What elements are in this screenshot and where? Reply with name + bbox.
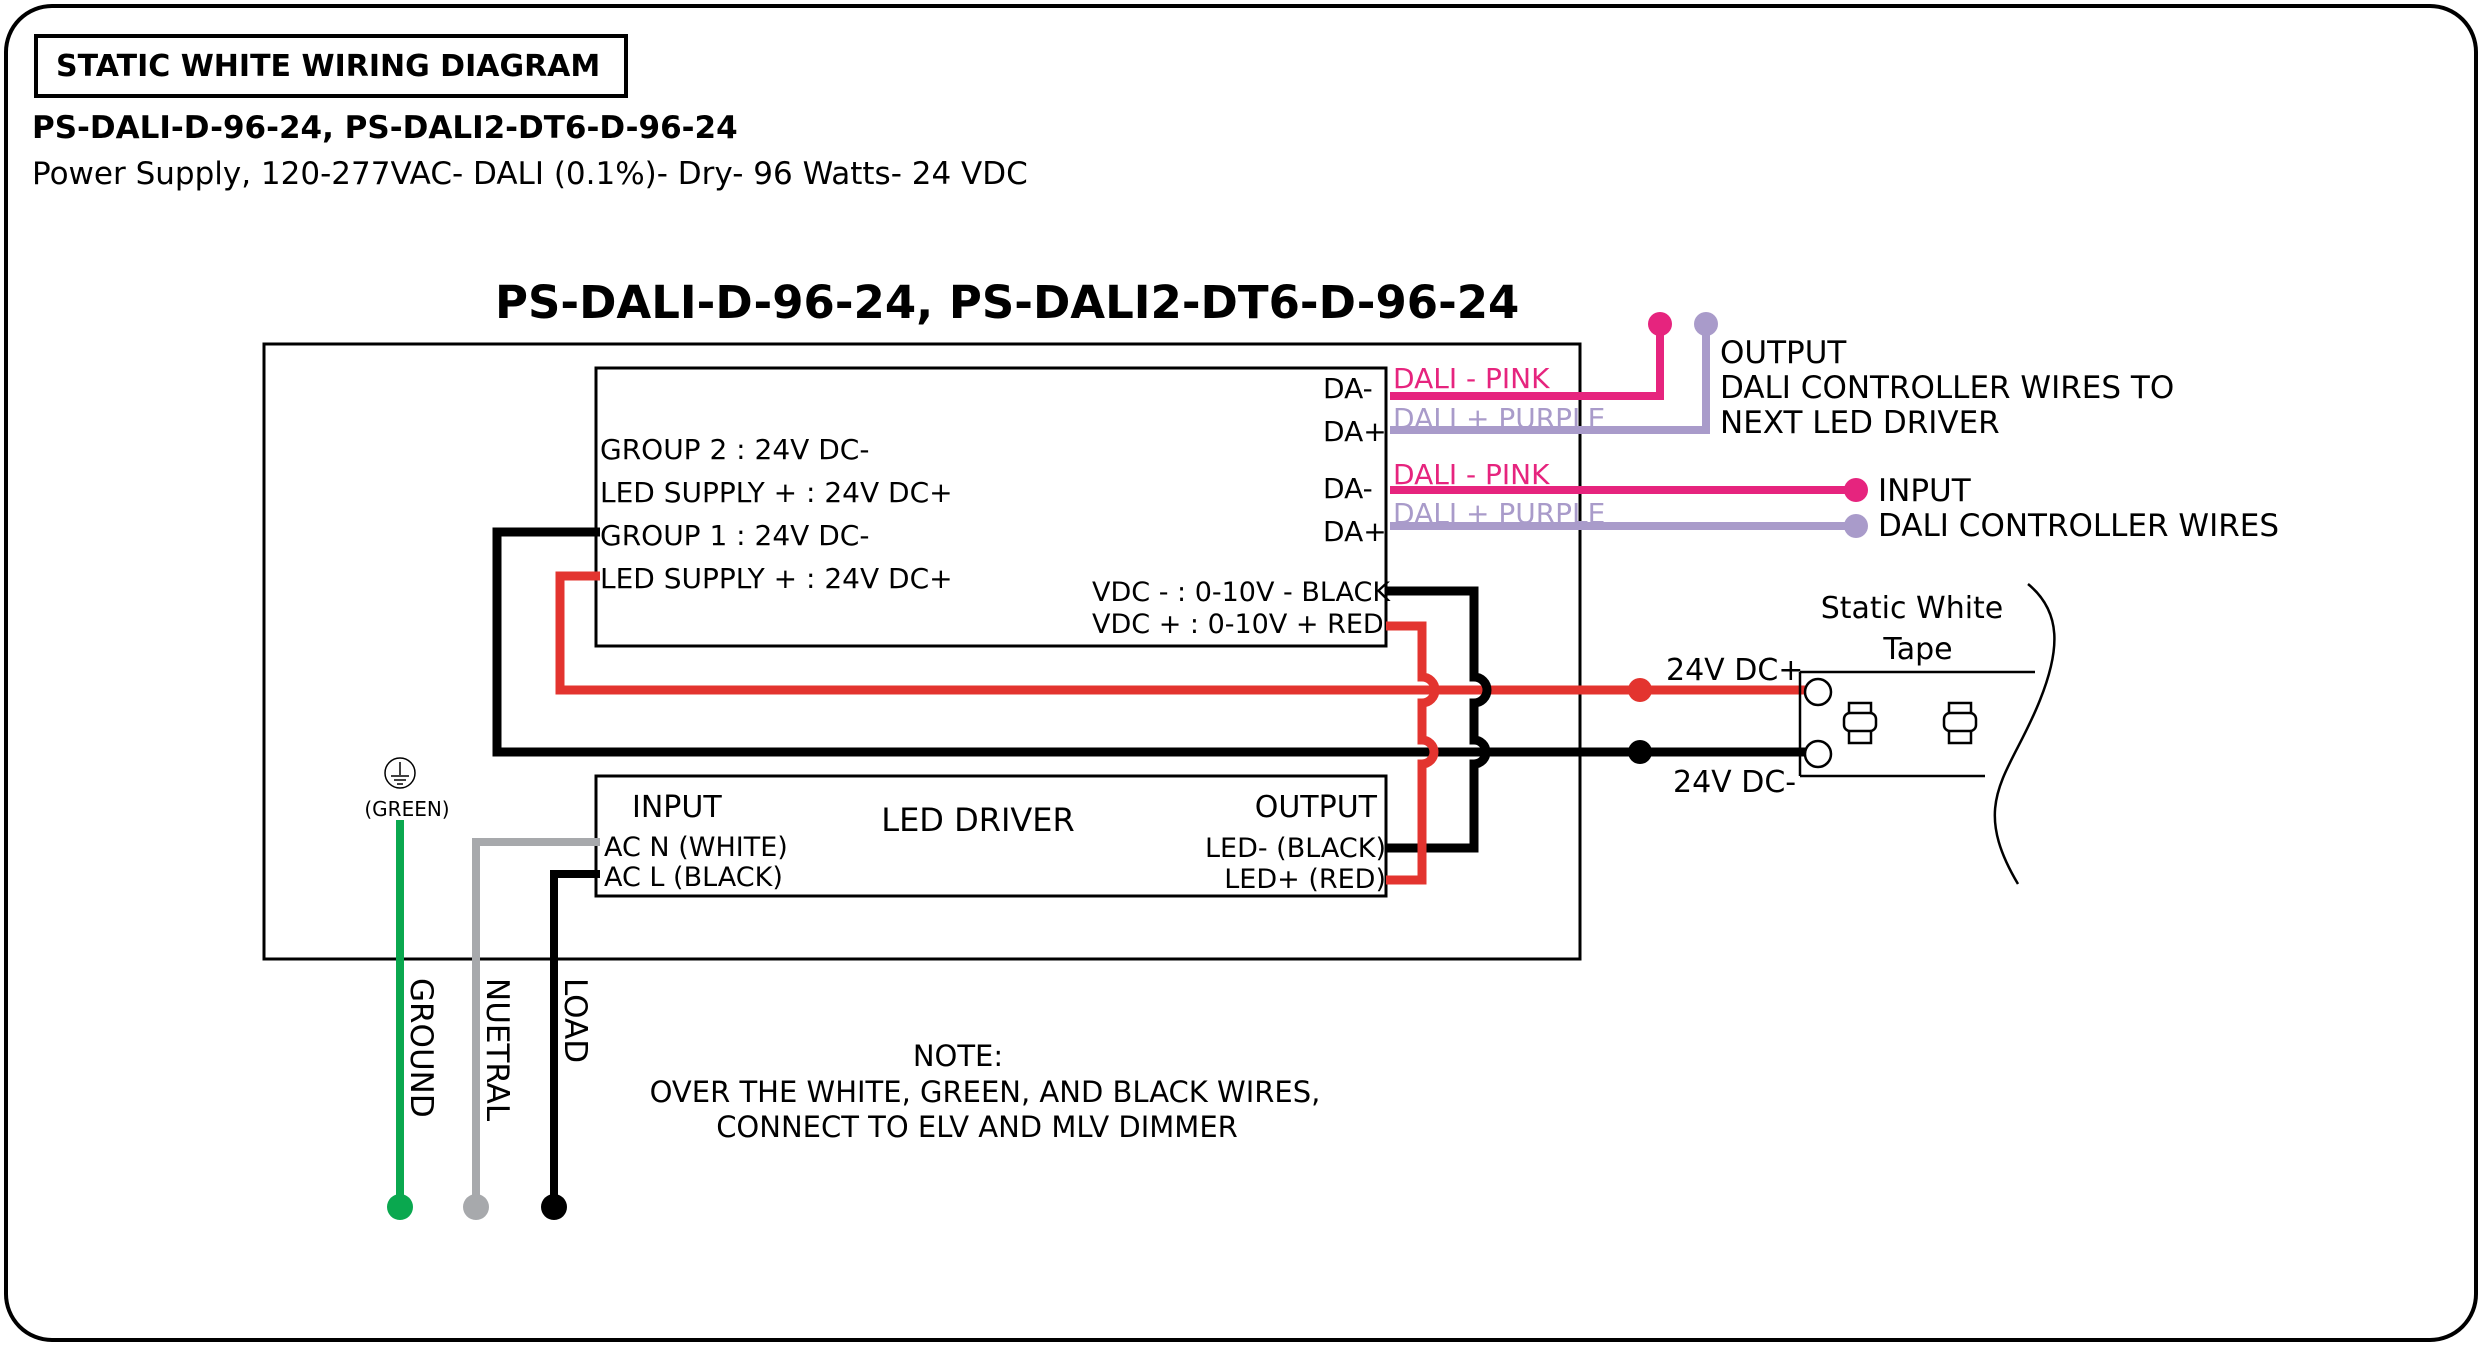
pink-wire-label-input: DALI - PINK (1393, 458, 1550, 491)
output-controller-line2: DALI CONTROLLER WIRES TO (1720, 370, 2174, 406)
product-description: Power Supply, 120-277VAC- DALI (0.1%)- D… (32, 156, 1028, 192)
da-plus-output-label: DA+ (1323, 415, 1387, 448)
input-controller-line2: DALI CONTROLLER WIRES (1878, 508, 2279, 544)
tape-led-chip-2 (1942, 701, 1978, 745)
driver-ac-l-label: AC L (BLACK) (604, 862, 783, 893)
red-wire-vdc (1386, 621, 1440, 885)
neutral-label: NUETRAL (479, 978, 515, 1122)
output-controller-line3: NEXT LED DRIVER (1720, 405, 2000, 441)
red-junction-dot (1628, 678, 1652, 702)
black-wire-vdc (1386, 586, 1492, 853)
pink-output-terminal (1648, 312, 1672, 336)
note-line1: NOTE: (913, 1039, 1003, 1073)
vdc-minus-label: VDC - : 0-10V - BLACK (1092, 577, 1391, 608)
supply-plus-2-label: LED SUPPLY + : 24V DC+ (600, 562, 953, 595)
pink-input-terminal (1844, 478, 1868, 502)
diagram-frame (4, 4, 2478, 1342)
tape-plus-label: 24V DC+ (1666, 653, 1803, 688)
purple-output-terminal (1694, 312, 1718, 336)
driver-led-minus-label: LED- (BLACK) (1205, 833, 1386, 864)
group2-terminal-label: GROUP 2 : 24V DC- (600, 433, 869, 466)
supply-plus-1-label: LED SUPPLY + : 24V DC+ (600, 476, 953, 509)
driver-led-plus-label: LED+ (RED) (1224, 864, 1386, 895)
red-wire-supply (555, 571, 1810, 695)
load-label: LOAD (557, 978, 593, 1063)
tape-minus-terminal (1803, 739, 1833, 769)
purple-wire-output (1390, 328, 1710, 434)
tape-led-chip-1 (1842, 701, 1878, 745)
led-tape (1798, 583, 2056, 885)
da-minus-output-label: DA- (1323, 372, 1373, 405)
driver-title: LED DRIVER (881, 801, 1075, 839)
tape-minus-label: 24V DC- (1673, 765, 1796, 800)
load-terminal (541, 1194, 567, 1220)
gray-neutral-wire (472, 838, 600, 1205)
purple-wire-label-output: DALI + PURPLE (1393, 402, 1605, 435)
pink-wire-output (1390, 328, 1664, 400)
dali-module-box (594, 366, 1388, 648)
neutral-terminal (463, 1194, 489, 1220)
driver-output-label: OUTPUT (1255, 790, 1378, 825)
note-line3: CONNECT TO ELV AND MLV DIMMER (716, 1110, 1238, 1144)
black-load-wire (550, 870, 600, 1205)
power-supply-enclosure (262, 342, 1582, 961)
da-minus-input-label: DA- (1323, 472, 1373, 505)
tape-plus-terminal (1803, 677, 1833, 707)
ground-symbol-label: (GREEN) (364, 797, 449, 821)
ground-symbol-icon (384, 757, 416, 789)
ground-label: GROUND (403, 978, 439, 1118)
diagram-heading: PS-DALI-D-96-24, PS-DALI2-DT6-D-96-24 (495, 276, 1519, 329)
model-numbers: PS-DALI-D-96-24, PS-DALI2-DT6-D-96-24 (32, 110, 738, 146)
tape-label-line1: Static White (1821, 591, 2004, 626)
title-box: STATIC WHITE WIRING DIAGRAM (34, 34, 628, 98)
input-controller-line1: INPUT (1878, 473, 1972, 509)
note-line2: OVER THE WHITE, GREEN, AND BLACK WIRES, (650, 1075, 1321, 1109)
output-controller-line1: OUTPUT (1720, 335, 1847, 371)
purple-input-terminal (1844, 514, 1868, 538)
black-junction-dot (1628, 740, 1652, 764)
black-wire-group1 (492, 527, 1810, 757)
pink-wire-label-output: DALI - PINK (1393, 362, 1550, 395)
vdc-plus-label: VDC + : 0-10V + RED (1092, 609, 1384, 640)
group1-terminal-label: GROUP 1 : 24V DC- (600, 519, 869, 552)
ground-terminal (387, 1194, 413, 1220)
driver-input-label: INPUT (632, 790, 722, 825)
page-title: STATIC WHITE WIRING DIAGRAM (56, 48, 601, 84)
driver-ac-n-label: AC N (WHITE) (604, 832, 788, 863)
tape-label-line2: Tape (1882, 632, 1952, 667)
led-driver-box (594, 774, 1388, 898)
purple-wire-label-input: DALI + PURPLE (1393, 497, 1605, 530)
da-plus-input-label: DA+ (1323, 515, 1387, 548)
